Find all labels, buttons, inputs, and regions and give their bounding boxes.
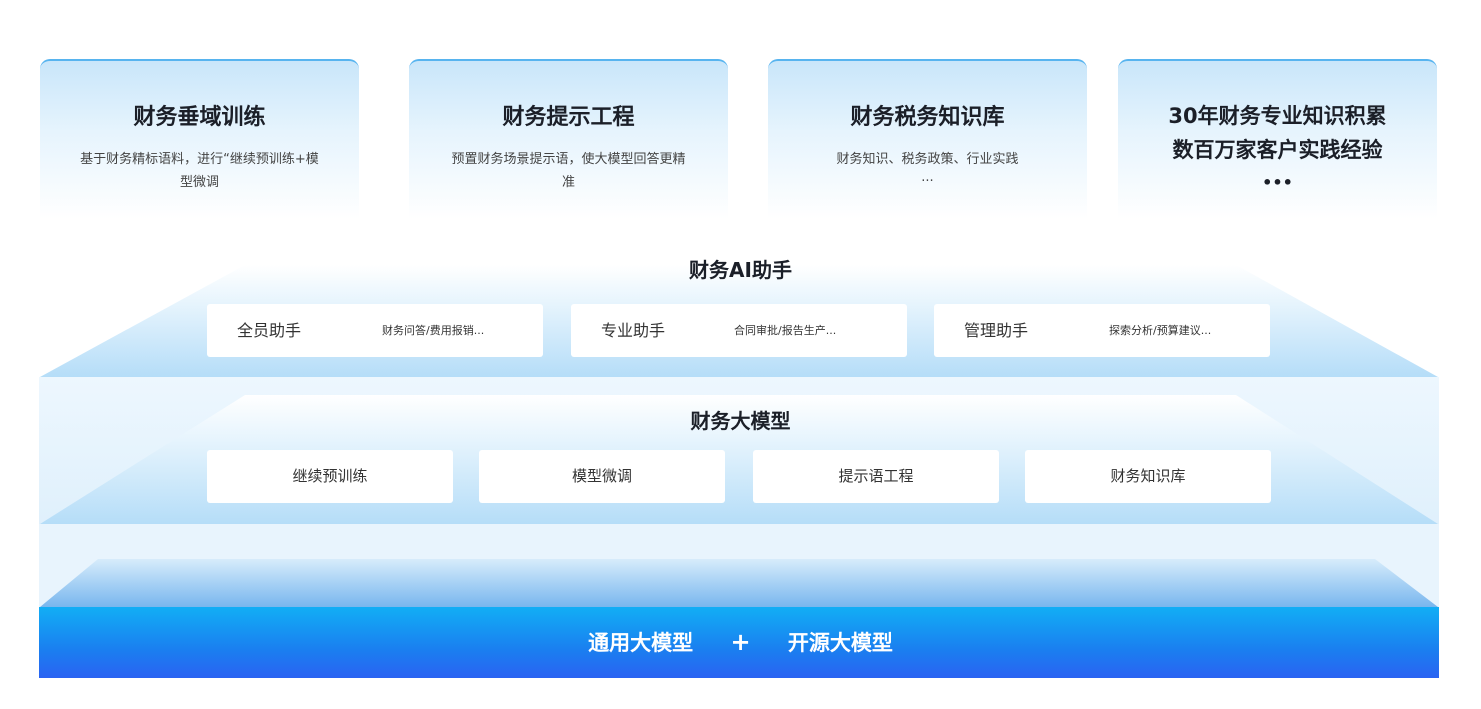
card-description-line: 财务知识、税务政策、行业实践 bbox=[836, 152, 1019, 167]
base-layer-bar bbox=[39, 607, 1439, 678]
card-description-ellipsis: ... bbox=[921, 170, 934, 185]
plus-icon: + bbox=[730, 628, 751, 656]
assistant-item-professional: 专业助手 合同审批/报告生产... bbox=[571, 304, 907, 357]
assistant-item-name: 专业助手 bbox=[601, 321, 666, 340]
card-headline-line1: 30年财务专业知识积累 bbox=[1168, 104, 1387, 128]
base-open-source-model: 开源大模型 bbox=[787, 631, 893, 655]
card-description: 预置财务场景提示语，使大模型回答更精准 bbox=[451, 152, 686, 190]
base-general-model: 通用大模型 bbox=[588, 631, 694, 655]
card-title: 财务税务知识库 bbox=[850, 105, 1005, 130]
base-layer-label: 通用大模型 + 开源大模型 bbox=[0, 607, 1481, 678]
ellipsis-dots: ••• bbox=[1262, 173, 1293, 192]
base-layer-shape bbox=[40, 559, 1438, 607]
card-headline: 30年财务专业知识积累 数百万家客户实践经验 bbox=[1118, 99, 1437, 167]
assistant-item-management: 管理助手 探索分析/预算建议... bbox=[934, 304, 1270, 357]
model-item-knowledge-base: 财务知识库 bbox=[1025, 450, 1271, 503]
assistant-item-desc: 合同审批/报告生产... bbox=[734, 324, 837, 337]
card-description: 财务知识、税务政策、行业实践 ... bbox=[808, 148, 1047, 185]
assistant-item-name: 全员助手 bbox=[237, 321, 302, 340]
assistant-layer-title: 财务AI助手 bbox=[689, 258, 792, 282]
card-title: 财务提示工程 bbox=[502, 105, 635, 130]
card-vertical-training: 财务垂域训练 基于财务精标语料，进行“继续预训练+模型微调 bbox=[40, 59, 359, 219]
card-title: 财务垂域训练 bbox=[133, 105, 266, 130]
model-item-prompt-engineering: 提示语工程 bbox=[753, 450, 999, 503]
assistant-item-name: 管理助手 bbox=[964, 321, 1029, 340]
card-description: 基于财务精标语料，进行“继续预训练+模型微调 bbox=[80, 152, 319, 190]
assistant-item-desc: 财务问答/费用报销... bbox=[382, 324, 485, 337]
model-item-finetuning: 模型微调 bbox=[479, 450, 725, 503]
card-knowledge-base: 财务税务知识库 财务知识、税务政策、行业实践 ... bbox=[768, 59, 1087, 219]
assistant-item-all-staff: 全员助手 财务问答/费用报销... bbox=[207, 304, 543, 357]
model-layer-title: 财务大模型 bbox=[690, 409, 791, 433]
card-experience: 30年财务专业知识积累 数百万家客户实践经验 ••• bbox=[1118, 59, 1437, 219]
assistant-item-desc: 探索分析/预算建议... bbox=[1109, 324, 1212, 337]
card-prompt-engineering: 财务提示工程 预置财务场景提示语，使大模型回答更精准 bbox=[409, 59, 728, 219]
model-item-pretraining: 继续预训练 bbox=[207, 450, 453, 503]
card-headline-line2: 数百万家客户实践经验 bbox=[1172, 138, 1383, 162]
